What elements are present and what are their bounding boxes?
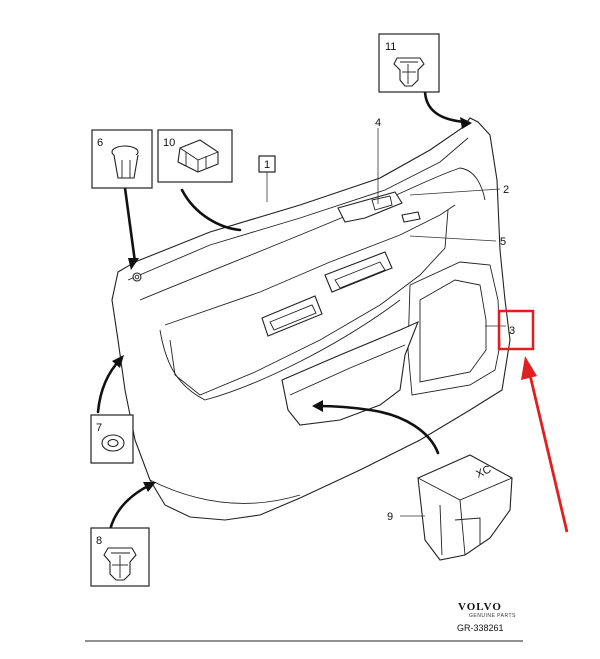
part-box-6	[91, 129, 153, 189]
part-box-10	[157, 129, 233, 183]
door-panel	[111, 117, 511, 521]
callout-11: 11	[385, 41, 396, 53]
callout-10: 10	[163, 137, 175, 149]
callout-9: 9	[387, 511, 393, 523]
callout-5: 5	[500, 236, 506, 248]
part-box-11	[378, 33, 440, 93]
callout-7: 7	[96, 422, 102, 434]
highlight-marker	[497, 309, 569, 533]
callout-2: 2	[503, 184, 509, 196]
callout-6: 6	[97, 137, 103, 149]
brand-name: VOLVO	[458, 601, 502, 613]
part-box-1	[258, 155, 276, 173]
highlight-box	[497, 309, 535, 351]
highlight-arrow-shaft	[528, 374, 569, 533]
part-box-8	[90, 527, 150, 587]
part-lettering: XC	[474, 463, 493, 480]
brand-subtitle: GENUINE PARTS	[469, 613, 516, 619]
callout-3: 3	[509, 325, 515, 337]
callout-1: 1	[264, 159, 270, 171]
assembly-arrows	[96, 88, 472, 532]
reference-number: GR-338261	[457, 623, 504, 633]
callout-4: 4	[375, 117, 381, 129]
highlight-arrow-head	[521, 356, 537, 380]
pocket-insert-part: XC	[417, 454, 513, 561]
part-box-7	[90, 414, 134, 464]
callout-8: 8	[96, 535, 102, 547]
leader-lines	[266, 128, 506, 517]
